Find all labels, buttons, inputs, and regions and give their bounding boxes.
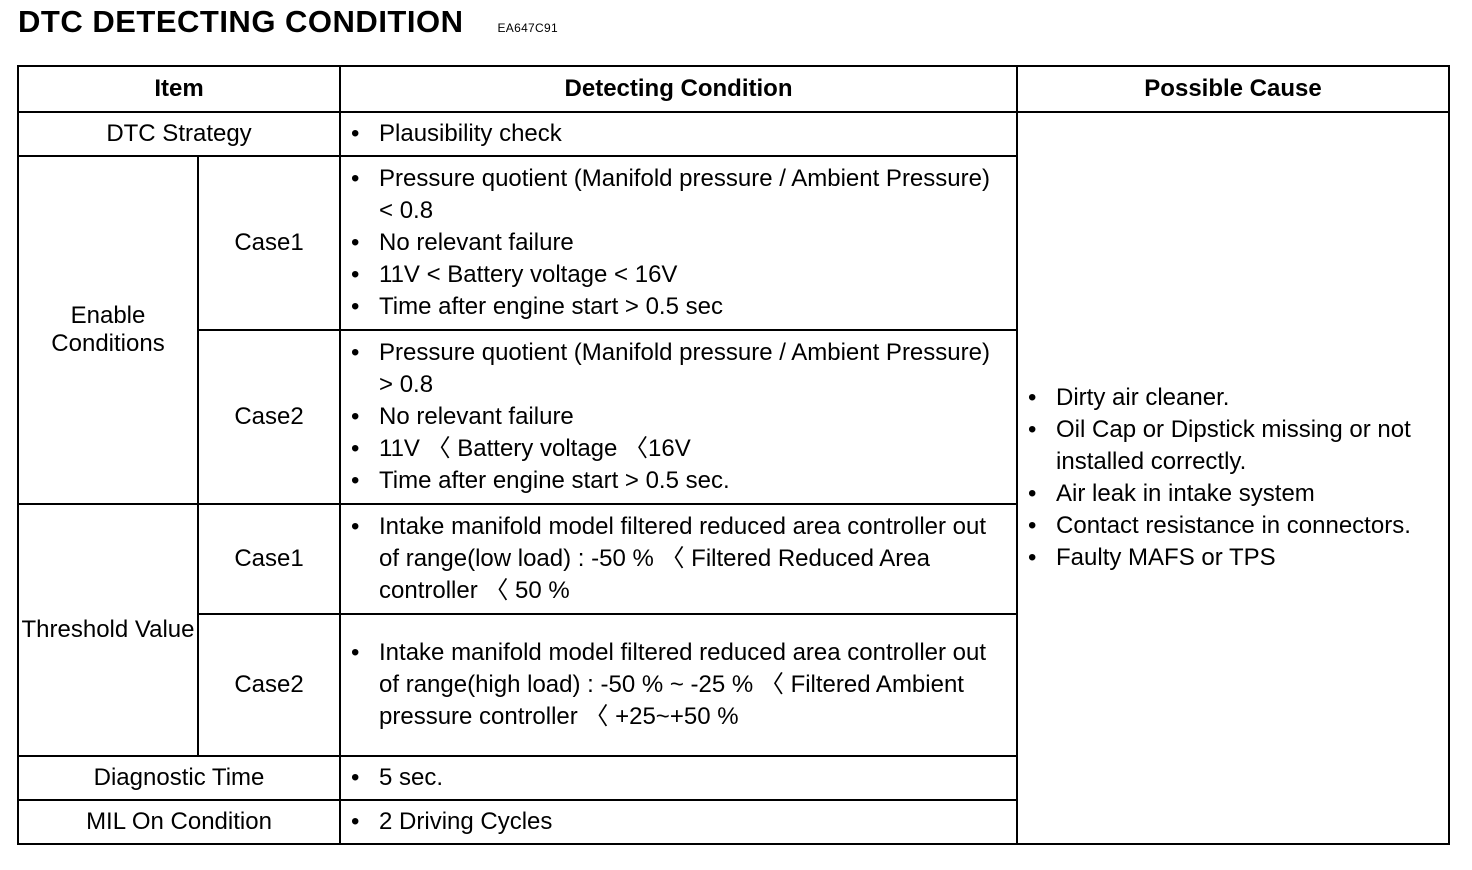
- label-threshold-case2: Case2: [196, 613, 342, 757]
- page-title: DTC DETECTING CONDITION: [18, 4, 464, 39]
- condition-threshold-case2: Intake manifold model filtered reduced a…: [339, 613, 1019, 757]
- label-diagnostic-time: Diagnostic Time: [16, 755, 342, 801]
- list-item: Pressure quotient (Manifold pressure / A…: [351, 163, 1006, 227]
- list-item: Air leak in intake system: [1028, 478, 1438, 510]
- list-item: No relevant failure: [351, 401, 1006, 433]
- label-threshold-value: Threshold Value: [17, 503, 199, 757]
- document-code: EA647C91: [497, 21, 558, 35]
- list-item: No relevant failure: [351, 227, 1006, 259]
- header-detecting-condition: Detecting Condition: [339, 65, 1019, 113]
- condition-list: 2 Driving Cycles: [351, 806, 1006, 838]
- list-item: Intake manifold model filtered reduced a…: [351, 637, 1006, 733]
- list-item: Pressure quotient (Manifold pressure / A…: [351, 337, 1006, 401]
- condition-threshold-case1: Intake manifold model filtered reduced a…: [339, 503, 1019, 615]
- list-item: Time after engine start > 0.5 sec.: [351, 465, 1006, 497]
- row-enable-case1: Enable Conditions Case1 Pressure quotien…: [17, 155, 1449, 505]
- condition-mil-on-condition: 2 Driving Cycles: [339, 799, 1019, 845]
- label-threshold-case1: Case1: [196, 503, 342, 615]
- possible-cause-cell: Dirty air cleaner. Oil Cap or Dipstick m…: [1016, 111, 1451, 845]
- condition-enable-case1: Pressure quotient (Manifold pressure / A…: [339, 155, 1019, 331]
- condition-list: Plausibility check: [351, 118, 1006, 150]
- label-dtc-strategy: DTC Strategy: [16, 111, 342, 157]
- list-item: Plausibility check: [351, 118, 1006, 150]
- possible-cause-list: Dirty air cleaner. Oil Cap or Dipstick m…: [1028, 382, 1438, 574]
- list-item: Oil Cap or Dipstick missing or not insta…: [1028, 414, 1438, 478]
- row-enable-case2: Case2 Pressure quotient (Manifold pressu…: [18, 329, 1449, 505]
- list-item: 2 Driving Cycles: [351, 806, 1006, 838]
- list-item: 11V 〈 Battery voltage 〈16V: [351, 433, 1006, 465]
- condition-list: 5 sec.: [351, 762, 1006, 794]
- condition-diagnostic-time: 5 sec.: [339, 755, 1019, 801]
- title-row: DTC DETECTING CONDITION EA647C91: [18, 4, 558, 44]
- label-enable-case1: Case1: [196, 155, 342, 331]
- label-enable-case2: Case2: [196, 329, 342, 505]
- list-item: Dirty air cleaner.: [1028, 382, 1438, 414]
- list-item: Intake manifold model filtered reduced a…: [351, 511, 1006, 607]
- header-possible-cause: Possible Cause: [1016, 65, 1451, 113]
- row-dtc-strategy: DTC Strategy Plausibility check Dirty ai…: [16, 111, 1451, 845]
- condition-list: Pressure quotient (Manifold pressure / A…: [351, 337, 1006, 497]
- dtc-condition-table: Item Detecting Condition Possible Cause …: [16, 65, 1451, 845]
- label-enable-conditions: Enable Conditions: [17, 155, 199, 505]
- label-mil-on-condition: MIL On Condition: [16, 799, 342, 845]
- condition-list: Intake manifold model filtered reduced a…: [351, 637, 1006, 733]
- header-row: Item Detecting Condition Possible Cause: [16, 65, 1451, 113]
- condition-enable-case2: Pressure quotient (Manifold pressure / A…: [339, 329, 1019, 505]
- list-item: 5 sec.: [351, 762, 1006, 794]
- list-item: 11V < Battery voltage < 16V: [351, 259, 1006, 291]
- row-mil-on-condition: MIL On Condition 2 Driving Cycles: [16, 799, 1449, 845]
- row-threshold-case2: Case2 Intake manifold model filtered red…: [18, 613, 1449, 757]
- condition-dtc-strategy: Plausibility check: [339, 111, 1019, 157]
- list-item: Contact resistance in connectors.: [1028, 510, 1438, 542]
- row-threshold-case1: Threshold Value Case1 Intake manifold mo…: [17, 503, 1449, 757]
- condition-list: Intake manifold model filtered reduced a…: [351, 511, 1006, 607]
- header-item: Item: [16, 65, 342, 113]
- list-item: Time after engine start > 0.5 sec: [351, 291, 1006, 323]
- row-diagnostic-time: Diagnostic Time 5 sec.: [16, 755, 1449, 801]
- condition-list: Pressure quotient (Manifold pressure / A…: [351, 163, 1006, 323]
- list-item: Faulty MAFS or TPS: [1028, 542, 1438, 574]
